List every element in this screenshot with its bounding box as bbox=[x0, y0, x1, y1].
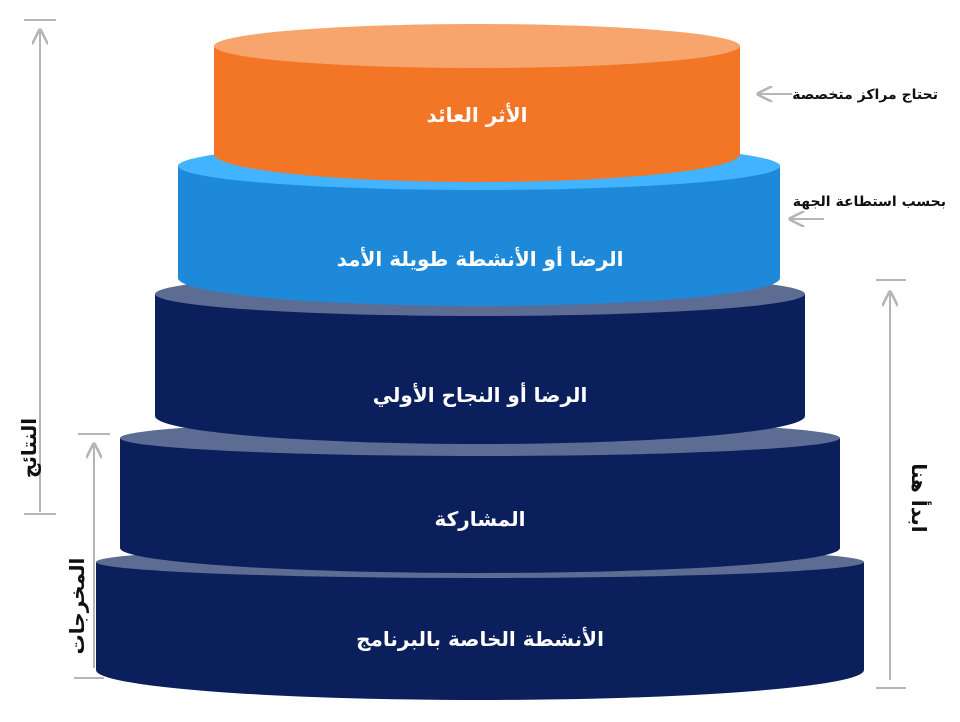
outputs-axis: المخرجات bbox=[65, 433, 110, 679]
tier-body bbox=[214, 46, 740, 182]
tier-label: الأنشطة الخاصة بالبرنامج bbox=[356, 626, 604, 651]
tier-label: الأثر العائد bbox=[427, 102, 528, 127]
results-axis: النتائج bbox=[17, 19, 56, 515]
results-label: النتائج bbox=[17, 418, 41, 478]
tier-top bbox=[214, 24, 740, 68]
tier-label: الرضا أو النجاح الأولي bbox=[373, 381, 588, 408]
tier-label: المشاركة bbox=[435, 507, 526, 531]
start-here-label: ابدأ هنا bbox=[907, 463, 933, 532]
tier-body bbox=[178, 166, 780, 306]
start-here-axis: ابدأ هنا bbox=[876, 279, 933, 689]
outputs-label: المخرجات bbox=[65, 558, 89, 655]
note-text: تحتاج مراكز متخصصة bbox=[792, 87, 938, 103]
tier-impact: الأثر العائد bbox=[214, 24, 740, 182]
tier-body bbox=[96, 562, 864, 700]
tier-body bbox=[155, 294, 805, 444]
note-specialized-centers: تحتاج مراكز متخصصة bbox=[758, 87, 938, 103]
note-text: بحسب استطاعة الجهة bbox=[793, 194, 946, 210]
tier-label: الرضا أو الأنشطة طويلة الأمد bbox=[337, 245, 624, 271]
note-entity-capacity: بحسب استطاعة الجهة bbox=[790, 194, 946, 219]
tier-body bbox=[120, 438, 840, 573]
